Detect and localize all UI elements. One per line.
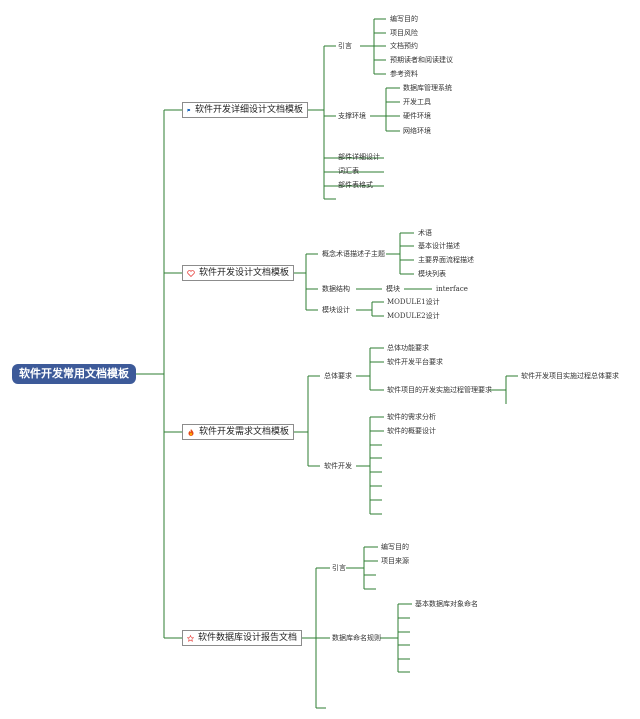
subtopic-module-design[interactable]: 模块设计 bbox=[322, 306, 350, 314]
leaf-item[interactable]: 项目风险 bbox=[390, 29, 418, 37]
leaf-item[interactable]: 参考资料 bbox=[390, 70, 418, 78]
topic-database-doc[interactable]: 软件数据库设计报告文档 bbox=[182, 630, 302, 646]
leaf-item[interactable]: 项目来源 bbox=[381, 557, 409, 565]
leaf-item[interactable]: 预期读者和阅读建议 bbox=[390, 56, 453, 64]
leaf-item[interactable]: 主要界面流程描述 bbox=[418, 256, 474, 264]
leaf-item[interactable]: 编写目的 bbox=[381, 543, 409, 551]
subtopic-naming-rules[interactable]: 数据库命名规则 bbox=[332, 634, 381, 642]
topic-label: 软件开发设计文档模板 bbox=[198, 268, 289, 278]
leaf-item[interactable]: 数据库管理系统 bbox=[403, 84, 452, 92]
leaf-item[interactable]: MODULE1设计 bbox=[387, 298, 440, 306]
topic-requirements-doc[interactable]: 软件开发需求文档模板 bbox=[182, 424, 294, 440]
subtopic-overall-requirements[interactable]: 总体要求 bbox=[324, 372, 352, 380]
leaf-item[interactable]: 术语 bbox=[418, 229, 432, 237]
leaf-item[interactable]: 模块列表 bbox=[418, 270, 446, 278]
subtopic-software-development[interactable]: 软件开发 bbox=[324, 462, 352, 470]
leaf-item[interactable]: 模块 bbox=[386, 285, 400, 293]
topic-label: 软件开发详细设计文档模板 bbox=[194, 105, 303, 115]
subtopic-environment[interactable]: 支撑环境 bbox=[338, 112, 366, 120]
root-topic[interactable]: 软件开发常用文档模板 bbox=[12, 364, 136, 384]
topic-label: 软件开发需求文档模板 bbox=[198, 427, 289, 437]
star-icon bbox=[187, 634, 194, 642]
blue-flag-icon bbox=[187, 108, 191, 112]
leaf-item[interactable]: 文档预约 bbox=[390, 42, 418, 50]
leaf-item[interactable]: 软件项目的开发实施过程管理要求 bbox=[387, 386, 492, 394]
topic-label: 软件数据库设计报告文档 bbox=[197, 633, 297, 643]
topic-detail-design[interactable]: 软件开发详细设计文档模板 bbox=[182, 102, 308, 118]
leaf-item[interactable]: 硬件环境 bbox=[403, 112, 431, 120]
leaf-item[interactable]: 开发工具 bbox=[403, 98, 431, 106]
leaf-item[interactable]: 软件开发平台要求 bbox=[387, 358, 443, 366]
subtopic-intro[interactable]: 引言 bbox=[338, 42, 352, 50]
leaf-item[interactable]: 网络环境 bbox=[403, 127, 431, 135]
leaf-item[interactable]: 基本设计描述 bbox=[418, 242, 460, 250]
subtopic-concepts[interactable]: 概念术语描述子主题 bbox=[322, 250, 385, 258]
subtopic-component-design[interactable]: 部件详细设计 bbox=[338, 153, 380, 161]
subtopic-glossary[interactable]: 词汇表 bbox=[338, 167, 359, 175]
leaf-item[interactable]: 软件的概要设计 bbox=[387, 427, 436, 435]
leaf-item-interface[interactable]: interface bbox=[436, 285, 468, 293]
topic-design-doc[interactable]: 软件开发设计文档模板 bbox=[182, 265, 294, 281]
subtopic-intro[interactable]: 引言 bbox=[332, 564, 346, 572]
leaf-item[interactable]: 编写目的 bbox=[390, 15, 418, 23]
leaf-item[interactable]: 软件的需求分析 bbox=[387, 413, 436, 421]
heart-icon bbox=[187, 269, 195, 277]
leaf-item[interactable]: 总体功能要求 bbox=[387, 344, 429, 352]
leaf-item[interactable]: MODULE2设计 bbox=[387, 312, 440, 320]
fire-icon bbox=[188, 428, 194, 436]
subtopic-data-structure[interactable]: 数据结构 bbox=[322, 285, 350, 293]
leaf-item[interactable]: 基本数据库对象命名 bbox=[415, 600, 478, 608]
leaf-item[interactable]: 软件开发项目实施过程总体要求 bbox=[521, 372, 619, 380]
subtopic-component-table[interactable]: 部件表格式 bbox=[338, 181, 373, 189]
